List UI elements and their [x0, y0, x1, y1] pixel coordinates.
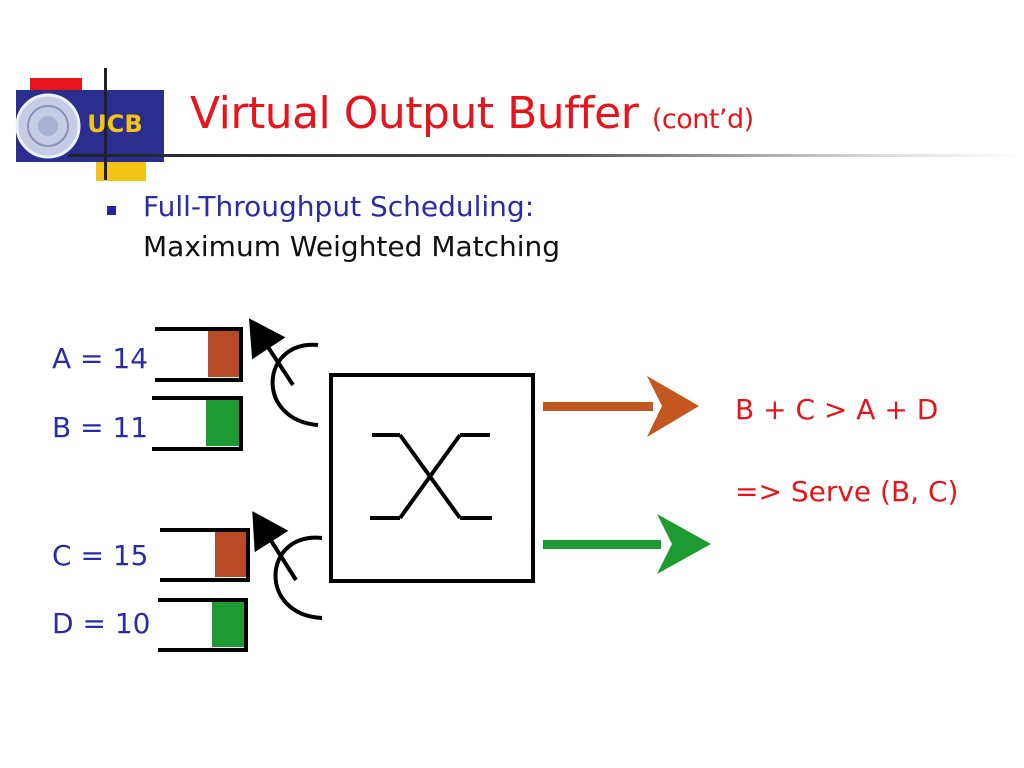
queue-cell-b: [206, 400, 239, 446]
title-rule: [68, 154, 1024, 157]
slide-title: Virtual Output Buffer (cont’d): [190, 88, 754, 139]
bullet-heading: Full-Throughput Scheduling:: [143, 190, 535, 223]
queue-label-c: C = 15: [52, 539, 149, 572]
bullet-marker: [107, 206, 116, 215]
crossbar-switch: [329, 373, 535, 583]
title-main: Virtual Output Buffer: [190, 88, 639, 139]
queue-b: [152, 396, 243, 451]
queue-c: [160, 528, 250, 582]
logo-text: UCB: [87, 110, 142, 138]
queue-label-d: D = 10: [52, 607, 151, 640]
queue-cell-d: [212, 602, 244, 647]
queue-cell-a: [208, 331, 239, 377]
selector-arrow-top: [248, 318, 319, 427]
queue-cell-c: [215, 532, 246, 577]
bullet-detail: Maximum Weighted Matching: [143, 230, 561, 263]
comparison-equation: B + C > A + D: [735, 393, 939, 426]
output-arrow-bottom: [543, 514, 711, 574]
title-suffix: (cont’d): [651, 104, 754, 135]
ucb-logo: UCB: [15, 68, 164, 181]
serve-conclusion: => Serve (B, C): [735, 475, 959, 508]
queue-label-b: B = 11: [52, 411, 149, 444]
selector-arrow-bottom: [252, 511, 323, 620]
output-arrow-top: [543, 376, 699, 437]
queue-d: [158, 598, 248, 652]
queue-a: [155, 327, 243, 382]
queue-label-a: A = 14: [52, 342, 149, 375]
